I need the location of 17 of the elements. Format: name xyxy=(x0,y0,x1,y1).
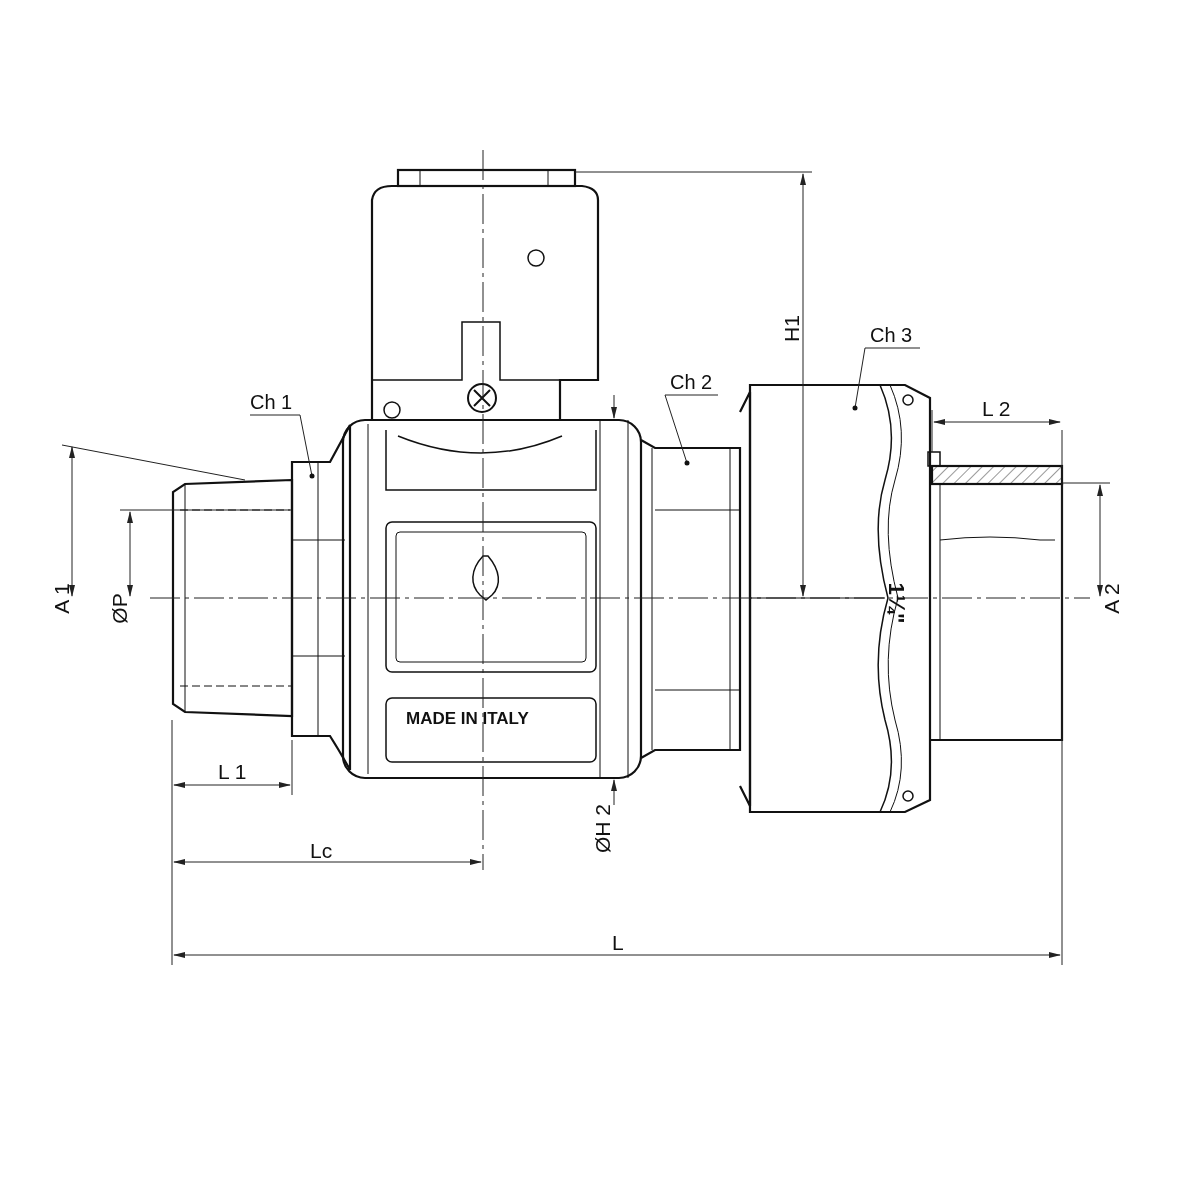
dimension-label: L xyxy=(612,932,624,953)
leader-line xyxy=(249,414,315,479)
embossed-text: MADE IN ITALY xyxy=(406,710,529,727)
leader-line xyxy=(852,347,921,411)
part-label: Ch 3 xyxy=(870,324,913,346)
dimension-label: L 1 xyxy=(218,761,247,782)
dimension-label: Lc xyxy=(310,840,333,861)
dimension-label: H1 xyxy=(780,315,802,342)
dimension-label: A 1 xyxy=(50,583,72,614)
dimension-label: L 2 xyxy=(982,398,1011,419)
part-label: Ch 2 xyxy=(670,371,713,393)
dimension-label: ØP xyxy=(108,593,130,624)
size-marking: 1¼" xyxy=(884,582,907,624)
dimension-label: A 2 xyxy=(1100,583,1122,614)
leader-line xyxy=(664,394,719,466)
part-label: Ch 1 xyxy=(250,391,293,413)
dimension-label: ØH 2 xyxy=(592,804,613,853)
